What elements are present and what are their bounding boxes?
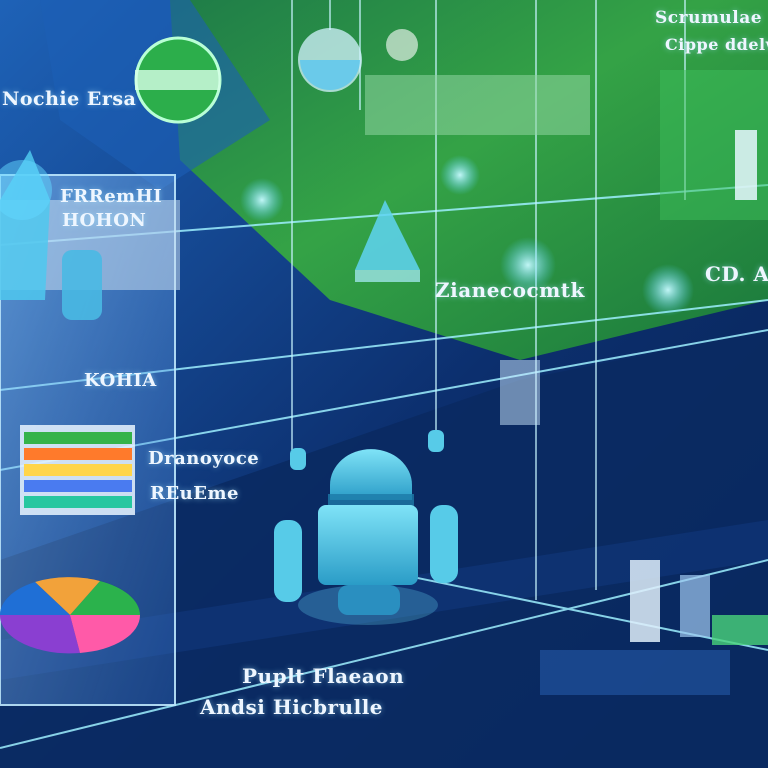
left-orb [0, 160, 52, 220]
stacked-bar [24, 496, 132, 508]
pie-slice [70, 615, 141, 653]
glow-orb-2 [500, 237, 556, 293]
stacked-bar [24, 448, 132, 460]
floor-platform [540, 650, 730, 695]
center-gem [355, 200, 420, 270]
title-top-left: Nochie Ersa [2, 88, 137, 110]
top-badge-bar [135, 70, 220, 90]
center-left-label-1: Dranoyoce [148, 448, 260, 469]
center-gem-base [355, 270, 420, 282]
top-center-screen [365, 75, 590, 135]
floor-box-3 [712, 615, 768, 645]
stacked-bars-graphic [20, 425, 135, 515]
hanging-frame [500, 360, 540, 425]
center-left-label-2: REuEme [150, 483, 239, 504]
left-capsule-device [62, 250, 102, 320]
left-panel-heading-1: FRRemHI [60, 186, 163, 207]
glow-orb-3 [642, 264, 694, 316]
bottom-caption-1: Puplt Flaeaon [242, 664, 405, 688]
stacked-bar [24, 480, 132, 492]
title-top-right-1: Scrumulae [655, 8, 763, 28]
left-panel-heading-2: HOHON [62, 210, 147, 231]
stacked-bar [24, 464, 132, 476]
title-top-right-2: Cippe ddelw [665, 35, 768, 54]
bottom-caption-2: Andsi Hicbrulle [200, 695, 384, 719]
right-label: CD. A [705, 262, 768, 286]
floor-box-1 [630, 560, 660, 642]
hanging-pod-2 [386, 29, 418, 61]
pie-graphic [0, 577, 141, 654]
right-device [735, 130, 757, 200]
pie-slice [0, 615, 80, 654]
stacked-bar [24, 432, 132, 444]
robot [274, 430, 458, 625]
hanging-pod-1-fill [300, 60, 360, 90]
floor-box-2 [680, 575, 710, 637]
center-label: Zianecocmtk [435, 278, 585, 302]
pie-slice [35, 577, 100, 615]
glow-orb-4 [240, 178, 284, 222]
left-mid-label: KOHIA [84, 370, 157, 391]
glow-orb-1 [440, 155, 480, 195]
pie-slice [0, 582, 70, 615]
pie-slice [70, 581, 140, 615]
